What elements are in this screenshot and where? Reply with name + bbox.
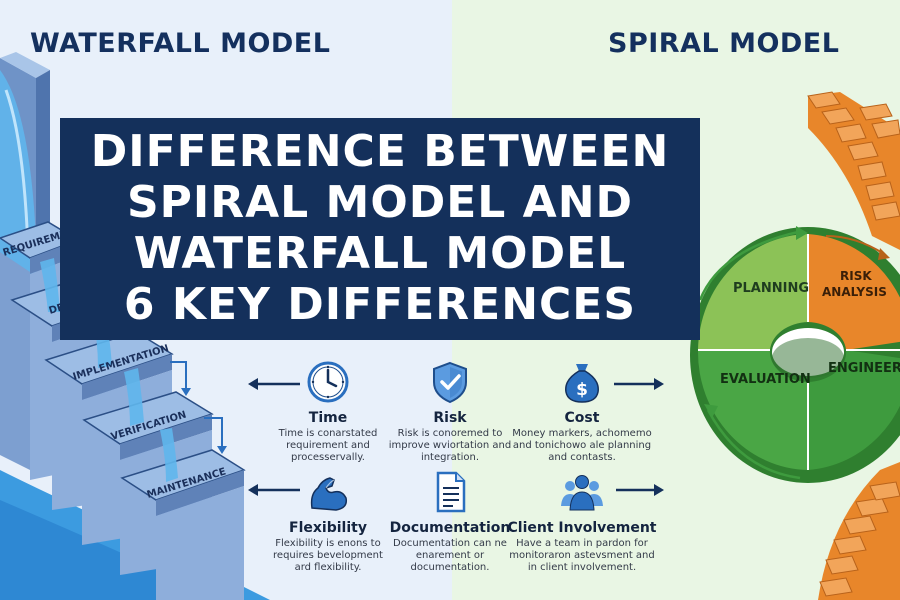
card-description: Time is conarstated requirement and proc…	[244, 428, 412, 464]
quadrant-label-risk: RISK	[840, 269, 872, 283]
card-desc-line: requires bevelopment	[273, 550, 383, 561]
card-title: Cost	[564, 410, 600, 426]
card-description: Documentation can ne enarement or docume…	[366, 538, 534, 574]
waterfall-illustration: REQUIREMENTS DESIGN IMPLEMENTATION VERIF…	[0, 52, 270, 600]
banner-line: 6 KEY DIFFERENCES	[123, 279, 637, 330]
card-desc-line: processervally.	[291, 452, 365, 463]
card-desc-line: improve wviortation and	[388, 440, 512, 451]
quadrant-label-planning: PLANNING	[733, 281, 809, 296]
card-title: Time	[308, 410, 348, 426]
banner-line: SPIRAL MODEL AND	[126, 177, 634, 228]
spiral-arrowhead-top	[796, 226, 808, 240]
card-desc-line: in client involvement.	[527, 562, 637, 573]
waterfall-heading: WATERFALL MODEL	[30, 28, 331, 59]
quadrant-label-evaluation: EVALUATION	[720, 372, 811, 387]
card-desc-line: Risk is conoremed to	[397, 428, 503, 439]
money-bag-icon: $	[565, 364, 599, 403]
card-desc-line: Have a team in pardon for	[516, 538, 648, 549]
card-description: Money markers, achomemo and tonichowo al…	[498, 428, 666, 464]
card-title: Client Involvement	[507, 520, 657, 536]
spiral-donut	[690, 227, 900, 483]
card-desc-line: Money markers, achomemo	[512, 428, 652, 439]
difference-card-time: Time Time is conarstated requirement and…	[244, 358, 412, 464]
card-desc-line: integration.	[420, 452, 480, 463]
title-banner	[60, 118, 700, 340]
card-title: Documentation	[389, 520, 511, 536]
spiral-illustration: PLANNING RISK ANALYSIS EVALUATION ENGINE…	[690, 91, 900, 600]
team-icon	[561, 475, 603, 511]
card-desc-line: Documentation can ne	[393, 538, 507, 549]
card-title: Flexibility	[289, 520, 367, 536]
svg-text:$: $	[576, 380, 588, 400]
card-desc-line: ard flexibility.	[294, 562, 362, 573]
card-desc-line: enarement or	[415, 550, 485, 561]
water-fall-4	[160, 428, 178, 482]
banner-title: DIFFERENCE BETWEEN SPIRAL MODEL AND WATE…	[60, 126, 700, 330]
flexed-arm-icon	[310, 477, 348, 511]
shield-check-icon	[433, 361, 467, 404]
spiral-arrowhead-bottom	[704, 404, 718, 418]
clock-icon	[307, 361, 349, 403]
spiral-staircase-top	[807, 91, 900, 250]
card-title: Risk	[433, 410, 467, 426]
banner-line: DIFFERENCE BETWEEN	[90, 126, 670, 177]
spiral-staircase-bottom	[818, 462, 900, 600]
spiral-heading: SPIRAL MODEL	[608, 28, 840, 59]
card-desc-line: Flexibility is enons to	[275, 538, 381, 549]
spiral-arrows	[698, 230, 801, 480]
card-description: Risk is conoremed to improve wviortation…	[366, 428, 534, 464]
risk-arrow	[825, 235, 885, 255]
banner-line: WATERFALL MODEL	[133, 228, 627, 279]
water-fall-3	[124, 368, 144, 426]
quadrant-label-analysis: ANALYSIS	[822, 285, 887, 299]
risk-arrowhead	[878, 248, 890, 260]
quadrant-label-engineering: ENGINEERING	[828, 361, 900, 376]
card-desc-line: and contasts.	[548, 452, 616, 463]
step-maintenance	[120, 449, 246, 600]
water-highlight	[4, 89, 30, 251]
card-description: Flexibility is enons to requires bevelop…	[244, 538, 412, 574]
card-desc-line: monitoraron astevsment and	[509, 550, 655, 561]
card-desc-line: documentation.	[410, 562, 490, 573]
card-desc-line: Time is conarstated	[278, 428, 378, 439]
water-fall-1	[40, 258, 60, 312]
difference-card-risk: Risk Risk is conoremed to improve wviort…	[366, 358, 534, 464]
card-description: Have a team in pardon for monitoraron as…	[498, 538, 666, 574]
card-arrows	[248, 378, 664, 496]
difference-card-client-involvement: Client Involvement Have a team in pardon…	[498, 468, 666, 574]
difference-card-documentation: Documentation Documentation can ne enare…	[366, 468, 534, 574]
pillar-top	[0, 52, 50, 78]
card-desc-line: requirement and	[286, 440, 370, 451]
document-icon	[436, 471, 466, 513]
difference-card-flexibility: Flexibility Flexibility is enons to requ…	[244, 468, 412, 574]
difference-card-cost: $ Cost Money markers, achomemo and tonic…	[498, 358, 666, 464]
card-desc-line: and tonichowo ale planning	[512, 440, 652, 451]
